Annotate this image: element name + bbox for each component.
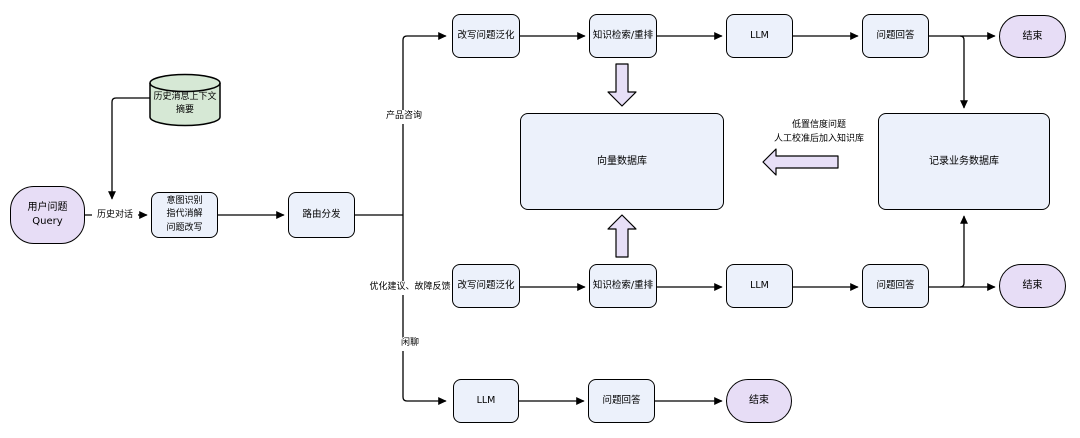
edge-label-history-dialog: 历史对话 bbox=[92, 209, 138, 223]
node-mid-rewrite: 改写问题泛化 bbox=[452, 264, 520, 308]
node-top-rewrite: 改写问题泛化 bbox=[452, 14, 520, 58]
edge-label-branch-product: 产品咨询 bbox=[381, 110, 427, 124]
node-mid-retrieve: 知识检索/重排 bbox=[589, 264, 657, 308]
node-top-llm: LLM bbox=[726, 14, 793, 58]
block-arrow-up-retrieve-to-vectordb bbox=[607, 214, 637, 258]
node-mid-end: 结束 bbox=[999, 264, 1066, 308]
connector-top-answer-to-businessdb bbox=[959, 35, 968, 109]
node-bottom-llm: LLM bbox=[453, 379, 519, 423]
block-arrow-left-businessdb-to-vectordb bbox=[762, 148, 839, 176]
node-bottom-answer: 问题回答 bbox=[588, 379, 655, 423]
node-history-summary: 历史消息上下文 摘要 bbox=[153, 91, 217, 116]
history-db-cylinder-shape bbox=[149, 73, 221, 127]
node-mid-answer: 问题回答 bbox=[862, 264, 929, 308]
node-top-answer: 问题回答 bbox=[862, 14, 929, 58]
node-router: 路由分发 bbox=[288, 192, 355, 238]
node-vector-db: 向量数据库 bbox=[520, 113, 724, 210]
connector-mid-answer-to-businessdb bbox=[959, 215, 968, 288]
edge-label-low-confidence: 低置信度问题 人工校准后加入知识库 bbox=[773, 120, 864, 144]
node-bottom-end: 结束 bbox=[726, 379, 792, 423]
connector-trunk-top-product bbox=[402, 32, 447, 215]
block-arrow-down-retrieve-to-vectordb bbox=[607, 63, 637, 107]
node-user-query: 用户问题 Query bbox=[10, 186, 85, 244]
connector-history-to-flow bbox=[108, 97, 150, 200]
node-intent-recognition: 意图识别 指代消解 问题改写 bbox=[151, 192, 218, 238]
node-business-db: 记录业务数据库 bbox=[878, 113, 1050, 210]
edge-label-branch-chat: 闲聊 bbox=[394, 337, 426, 351]
connector-trunk-bottom-chat bbox=[402, 215, 447, 405]
edge-label-branch-feedback: 优化建议、故障反馈 bbox=[368, 281, 452, 295]
node-top-end: 结束 bbox=[999, 15, 1066, 58]
node-top-retrieve: 知识检索/重排 bbox=[589, 14, 657, 58]
node-mid-llm: LLM bbox=[726, 264, 793, 308]
